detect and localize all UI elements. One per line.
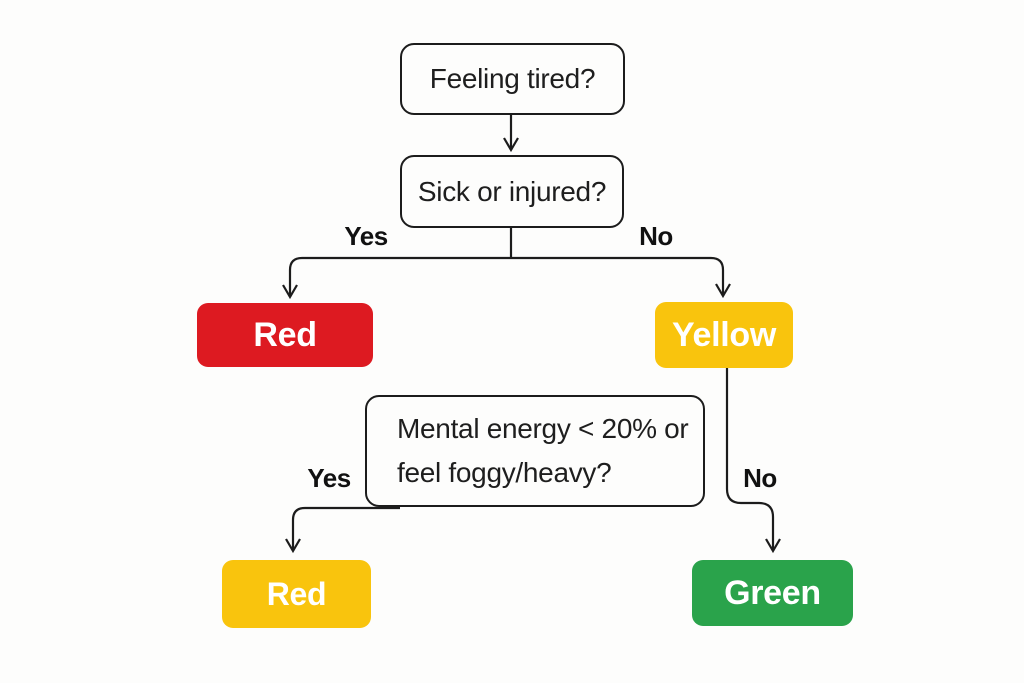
node-mental-energy-label-line1: Mental energy < 20% or	[397, 413, 689, 444]
node-result-green: Green	[692, 560, 853, 626]
node-result-green-label: Green	[724, 573, 821, 612]
edge-label-sick-no: No	[639, 221, 673, 251]
connector-sick-yes-to-red	[282, 256, 511, 300]
node-sick-or-injured: Sick or injured?	[400, 155, 624, 228]
node-result-red-top-label: Red	[253, 315, 317, 354]
connector-sick-no-to-yellow	[511, 256, 731, 299]
node-feeling-tired: Feeling tired?	[400, 43, 625, 115]
edge-label-mental-no: No	[743, 463, 777, 493]
node-mental-energy: Mental energy < 20% or feel foggy/heavy?	[365, 395, 705, 507]
node-mental-energy-label-line2: feel foggy/heavy?	[397, 457, 612, 488]
node-result-yellow: Yellow	[655, 302, 793, 368]
edge-label-sick-yes: Yes	[344, 221, 388, 251]
node-feeling-tired-label: Feeling tired?	[429, 63, 596, 94]
node-result-red-bottom: Red	[222, 560, 371, 628]
edge-label-mental-yes: Yes	[307, 463, 351, 493]
node-sick-or-injured-label: Sick or injured?	[417, 175, 607, 207]
node-result-yellow-label: Yellow	[671, 315, 777, 354]
connector-mental-yes-to-red	[285, 506, 400, 554]
connector-mental-no-to-green	[725, 368, 781, 554]
node-result-red-bottom-label: Red	[266, 575, 327, 612]
node-result-red-top: Red	[197, 303, 373, 367]
